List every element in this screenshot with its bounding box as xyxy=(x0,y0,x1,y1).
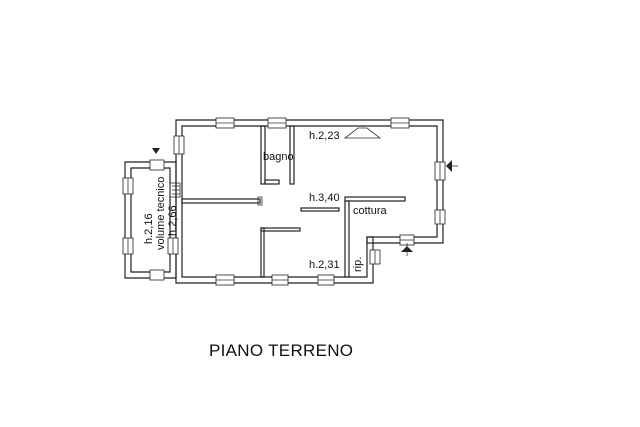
level-markers xyxy=(152,148,458,256)
windows xyxy=(122,117,446,286)
label-height-lower: h.2,31 xyxy=(309,259,340,271)
label-height-vt-1: h.2,16 xyxy=(143,213,155,244)
label-rip: rip. xyxy=(352,257,364,272)
label-height-main: h.3,40 xyxy=(309,192,340,204)
label-height-vt-2: h.2,66 xyxy=(167,205,179,236)
label-volume-tecnico: volume tecnico xyxy=(155,177,167,250)
label-bagno: bagno xyxy=(263,151,294,163)
room-labels: bagno h.2,23 h.3,40 cottura h.2,31 rip. … xyxy=(143,130,388,272)
plan-title: PIANO TERRENO xyxy=(209,341,353,360)
fixtures xyxy=(169,127,382,206)
label-cottura: cottura xyxy=(353,205,388,217)
interior-walls xyxy=(181,125,406,278)
label-height-bagno: h.2,23 xyxy=(309,130,340,142)
